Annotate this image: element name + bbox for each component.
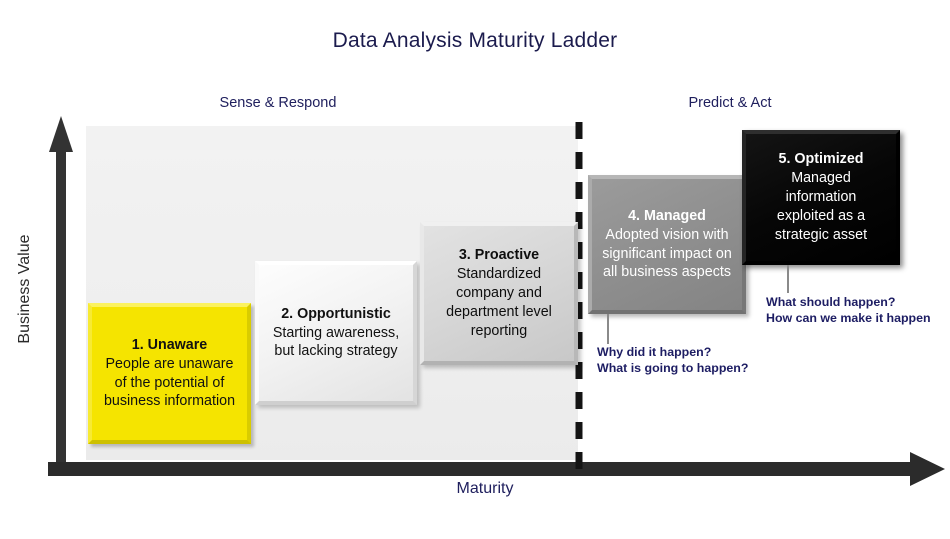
step-body: Starting awareness,but lacking strategy [272, 324, 400, 360]
annotation-managed-questions: Why did it happen? What is going to happ… [597, 344, 748, 377]
x-axis-arrow-icon [48, 452, 946, 486]
annotation-line-2: What is going to happen? [597, 361, 749, 376]
step-heading: 1. Unaware [131, 336, 208, 353]
section-label-predict-act: Predict & Act [688, 95, 772, 111]
step-heading: 3. Proactive [458, 247, 540, 264]
connector-line-optimized [787, 265, 789, 293]
step-heading: 2. Opportunistic [281, 305, 391, 322]
annotation-line-1: What should happen? [766, 295, 896, 309]
annotation-optimized-questions: What should happen? How can we make it h… [766, 294, 931, 327]
x-axis-label: Maturity [456, 480, 514, 497]
step-box-opportunistic[interactable]: 2. Opportunistic Starting awareness,but … [255, 261, 417, 405]
section-label-sense-respond: Sense & Respond [219, 95, 337, 111]
y-axis-label: Business Value [16, 234, 33, 344]
y-axis-arrow-icon [48, 116, 74, 476]
step-heading: 5. Optimized [778, 151, 864, 168]
annotation-line-1: Why did it happen? [597, 345, 712, 359]
annotation-line-2: How can we make it happen [766, 311, 931, 326]
connector-line-managed [607, 314, 609, 344]
step-heading: 4. Managed [628, 207, 706, 224]
page-title: Data Analysis Maturity Ladder [332, 29, 618, 52]
